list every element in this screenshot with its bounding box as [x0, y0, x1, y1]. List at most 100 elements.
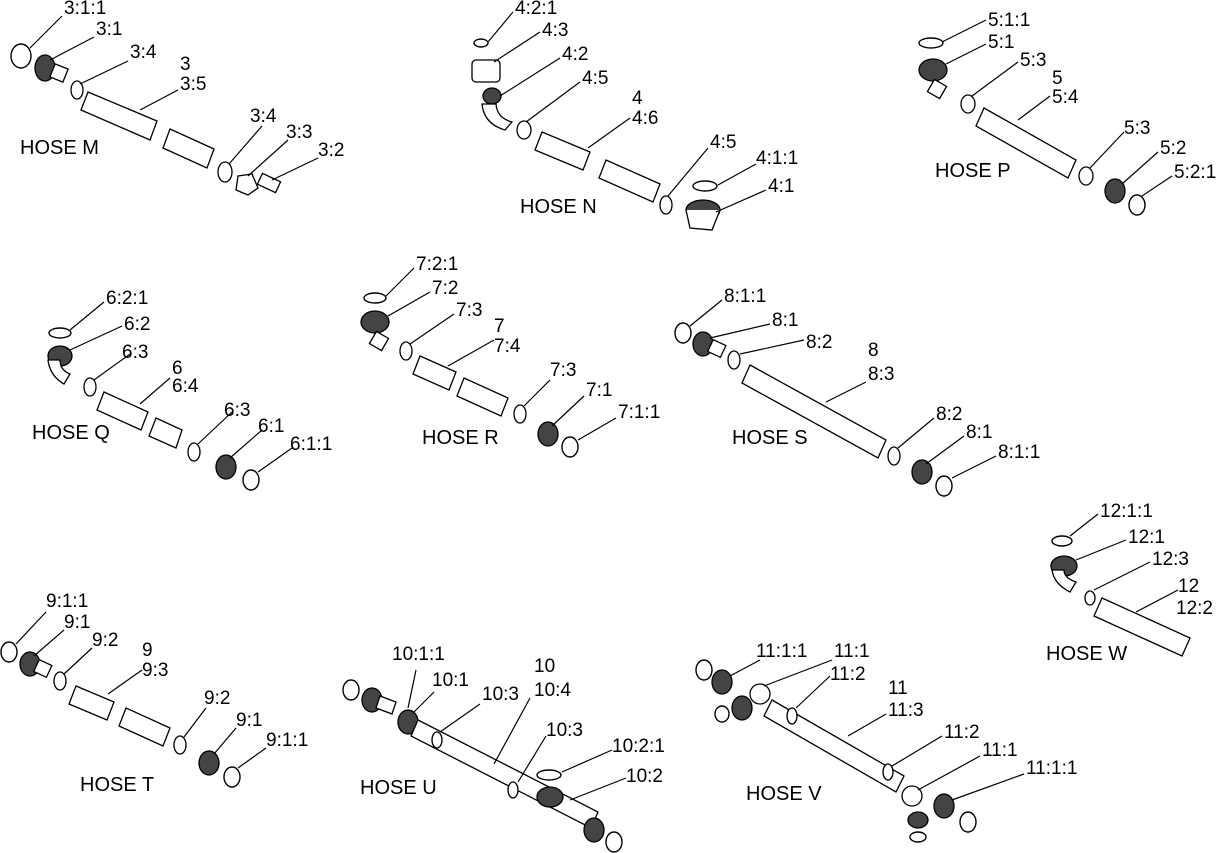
clamp-10-3-b: [507, 781, 519, 799]
fitting-stem-8-1: [706, 338, 727, 359]
fitting-stem-9-1: [32, 658, 53, 679]
fitting-7-2: [360, 310, 390, 334]
label-11: 11: [888, 678, 908, 699]
label-11-1-1: 11:1:1: [756, 641, 807, 662]
clamp-11-2-b: [882, 763, 894, 781]
label-3-1-1: 3:1:1: [64, 0, 106, 19]
hose-5-4: [975, 107, 1077, 179]
label-7-2-1: 7:2:1: [416, 254, 458, 275]
label-10-1-1: 10:1:1: [392, 644, 445, 665]
label-7-3-b: 7:3: [550, 360, 576, 381]
elbow-body-12-1: [1051, 569, 1077, 593]
label-4-3: 4:3: [542, 20, 568, 41]
label-3-4-b: 3:4: [250, 106, 277, 127]
hose-n-assembly: 4:2:1 4:3 4:2 4:5 4 4:6 4:5 4:1:1 4:1 HO…: [471, 0, 798, 231]
o-ring-8-1-1: [674, 322, 692, 344]
hose-t-title: HOSE T: [80, 774, 154, 796]
clamp-5-3-b: [1078, 166, 1094, 186]
hose-v-assembly: 11:1:1 11:1 11:2 11 11:3 11:2 11:1 11:1:…: [695, 641, 1077, 843]
fitting-stem-5-1: [926, 78, 948, 100]
hose-3-5-a: [80, 91, 158, 141]
hose-w-assembly: 12:1:1 12:1 12:3 12 12:2 HOSE W: [1046, 501, 1213, 665]
clamp-8-2-a: [727, 350, 741, 370]
elbow-4-2: [482, 87, 502, 105]
hose-4-6-b: [598, 159, 661, 203]
clamp-9-2-b: [173, 735, 187, 755]
o-ring-10-2-1: [536, 769, 562, 781]
clamp-10-3-a: [431, 731, 443, 749]
label-5-3: 5:3: [1020, 50, 1046, 71]
fitting-11-1-c: [731, 695, 753, 721]
clamp-7-3-b: [513, 404, 527, 424]
label-12-2: 12:2: [1176, 598, 1213, 619]
label-4-1: 4:1: [768, 176, 794, 197]
hose-7-4-a: [412, 355, 457, 391]
label-6-3-b: 6:3: [224, 400, 250, 421]
label-8-2: 8:2: [806, 332, 832, 353]
hose-9-3-a: [68, 685, 115, 721]
clamp-8-2-b: [887, 446, 901, 466]
clamp-6-3-b: [187, 442, 201, 462]
label-5-1-1: 5:1:1: [988, 10, 1030, 31]
hose-m-assembly: 3:1:1 3:1 3:4 3 3:5 3:4 3:3 3:2 HOSE M: [10, 0, 344, 196]
label-6: 6: [172, 358, 183, 379]
label-12-3: 12:3: [1152, 549, 1189, 570]
clamp-11-2-a: [786, 707, 798, 725]
hose-p-title: HOSE P: [935, 160, 1011, 182]
fitting-8-1-b: [911, 459, 933, 485]
label-6-1: 6:1: [258, 416, 284, 437]
o-ring-11-1-1: [695, 659, 713, 681]
o-ring-7-1-1: [561, 436, 579, 458]
fitting-stem-7-2: [368, 330, 390, 352]
label-9-1: 9:1: [64, 612, 90, 633]
label-5-2: 5:2: [1160, 138, 1186, 159]
label-8-1-1: 8:1:1: [724, 286, 766, 307]
fitting-stem-3-1: [49, 63, 69, 83]
hose-9-3-b: [118, 707, 171, 747]
label-4-5-b: 4:5: [710, 132, 736, 153]
hose-t-assembly: 9:1:1 9:1 9:2 9 9:3 9:2 9:1 9:1:1 HOSE T: [0, 591, 308, 796]
label-7-1: 7:1: [586, 380, 612, 401]
o-ring-6-1-1: [242, 469, 260, 491]
label-10-4: 10:4: [534, 680, 571, 701]
label-5-3-b: 5:3: [1124, 118, 1150, 139]
hose-r-title: HOSE R: [422, 427, 499, 449]
label-7: 7: [494, 316, 505, 337]
o-ring-5-1-1: [918, 37, 944, 49]
clamp-5-3-a: [960, 94, 976, 114]
label-12-1: 12:1: [1128, 527, 1165, 548]
label-5-1: 5:1: [988, 32, 1014, 53]
hose-12-2: [1093, 597, 1191, 657]
hose-s-assembly: 8:1:1 8:1 8:2 8 8:3 8:2 8:1 8:1:1 HOSE S: [674, 286, 1040, 497]
fitting-9-1-b: [198, 750, 220, 776]
label-7-2: 7:2: [432, 278, 458, 299]
label-7-1-1: 7:1:1: [618, 402, 660, 423]
hose-u-assembly: 10:1:1 10:1 10:3 10 10:4 10:3 10:2:1 10:…: [342, 644, 665, 853]
clamp-4-5-a: [516, 120, 532, 140]
label-6-2-1: 6:2:1: [106, 288, 148, 309]
label-9-1-1-b: 9:1:1: [266, 730, 308, 751]
label-10-1: 10:1: [432, 670, 469, 691]
elbow-body-6-2: [47, 359, 71, 385]
label-10-2-1: 10:2:1: [612, 736, 665, 757]
label-7-3: 7:3: [456, 300, 482, 321]
label-12-1-1: 12:1:1: [1100, 501, 1153, 522]
fitting-10-1-c: [583, 817, 605, 843]
clamp-12-3: [1084, 590, 1096, 606]
label-6-4: 6:4: [172, 376, 199, 397]
label-4-5: 4:5: [582, 68, 608, 89]
label-9: 9: [142, 640, 153, 661]
hose-u-title: HOSE U: [360, 777, 437, 799]
fitting-body-4-1: [685, 209, 721, 231]
label-6-1-1: 6:1:1: [290, 434, 332, 455]
hose-p-assembly: 5:1:1 5:1 5:3 5 5:4 5:3 5:2 5:2:1 HOSE P: [918, 10, 1216, 216]
hose-6-4-b: [148, 417, 183, 449]
o-ring-12-1-1: [1051, 535, 1073, 547]
label-9-2-b: 9:2: [204, 688, 230, 709]
label-4: 4: [632, 88, 643, 109]
o-ring-11-1-1-d: [909, 831, 927, 843]
o-ring-10-1-1: [342, 679, 360, 701]
hose-m-title: HOSE M: [20, 137, 99, 159]
label-11-1-b: 11:1: [982, 740, 1018, 761]
